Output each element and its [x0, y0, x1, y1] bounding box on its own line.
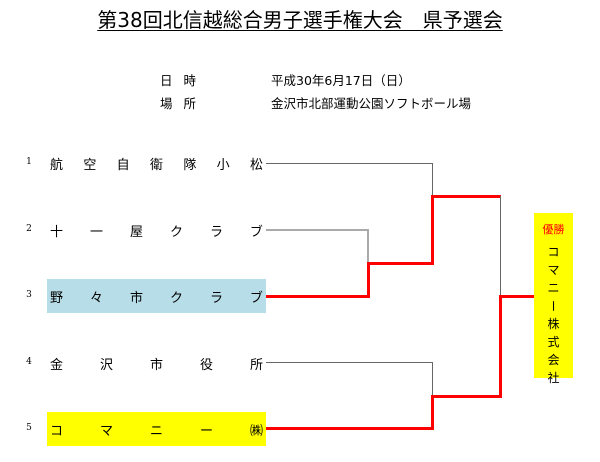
team-entry-champion: コ マ ニ ー ㈱ [47, 412, 266, 446]
team-name-char: ク [169, 224, 183, 240]
bracket-line-winner [431, 395, 501, 398]
team-name-char: マ [99, 423, 113, 439]
team-name-char: 十 [50, 224, 64, 240]
bracket-line [432, 163, 433, 197]
team-entry: 金 沢 市 役 所 [47, 346, 266, 380]
team-name-char: 隊 [183, 157, 197, 173]
champion-name-char: 株 [547, 317, 560, 331]
team-name-char: 金 [50, 357, 64, 373]
bracket-line-winner [266, 295, 370, 298]
seed-number: 1 [26, 157, 32, 167]
champion-name-char: マ [547, 263, 560, 277]
team-entry: 十 一 屋 ク ラ ブ [47, 213, 266, 247]
team-name-char: ク [169, 290, 183, 306]
page-title: 第38回北信越総合男子選手権大会 県予選会 [0, 4, 600, 33]
team-name-char: ニ [149, 423, 163, 439]
champion-name-char: コ [547, 245, 560, 259]
venue-value: 金沢市北部運動公園ソフトボール場 [271, 96, 472, 111]
champion-box: 優勝 コ マ ニ ー 株 式 会 社 [534, 213, 573, 385]
seed-number: 5 [26, 423, 32, 433]
venue-label: 場所 [160, 96, 208, 111]
team-name-char: ー [199, 423, 213, 439]
seed-number: 4 [26, 357, 32, 367]
bracket-line [367, 229, 369, 263]
seed-number: 2 [26, 224, 32, 234]
team-entry-highlighted: 野 々 市 ク ラ ブ [47, 279, 266, 313]
team-name-char: 自 [116, 157, 130, 173]
team-name-char: 々 [89, 290, 103, 306]
bracket-line-winner [499, 295, 535, 298]
bracket-line-winner [431, 195, 501, 198]
team-name-char: コ [50, 423, 64, 439]
bracket-line-winner [266, 427, 434, 430]
team-name-char: ブ [249, 224, 263, 240]
champion-label: 優勝 [542, 223, 565, 236]
champion-name-char: 式 [547, 335, 560, 349]
team-entry: 航 空 自 衛 隊 小 松 [47, 146, 266, 180]
team-name-char: ㈱ [249, 423, 263, 439]
champion-name-char: ー [546, 299, 561, 313]
bracket-line [432, 362, 433, 396]
team-name-char: 役 [199, 357, 213, 373]
bracket-line [500, 196, 501, 296]
bracket-line-winner [367, 262, 434, 265]
date-label: 日時 [160, 73, 208, 88]
champion-name-char: 社 [547, 371, 560, 385]
title-text: 第38回北信越総合男子選手権大会 県予選会 [97, 8, 503, 32]
seed-number: 3 [26, 290, 32, 300]
bracket-line-winner [499, 295, 502, 398]
date-value: 平成30年6月17日（日） [271, 73, 411, 88]
team-name-char: 一 [89, 224, 103, 240]
bracket-line [266, 163, 432, 164]
champion-name: コ マ ニ ー 株 式 会 社 [534, 243, 573, 387]
team-name-char: 空 [83, 157, 97, 173]
champion-name-char: ニ [547, 281, 560, 295]
team-name-char: 衛 [149, 157, 163, 173]
team-name-char: 小 [216, 157, 230, 173]
team-name-char: 沢 [99, 357, 113, 373]
team-name-char: 野 [50, 290, 64, 306]
bracket-line-winner [367, 262, 370, 298]
team-name-char: 市 [129, 290, 143, 306]
team-name-char: ブ [249, 290, 263, 306]
team-name-char: ラ [209, 290, 223, 306]
bracket-line-winner [431, 395, 434, 430]
bracket-line [266, 229, 369, 231]
team-name-char: 松 [249, 157, 263, 173]
team-name-char: 屋 [129, 224, 143, 240]
champion-name-char: 会 [547, 353, 560, 367]
team-name-char: 市 [149, 357, 163, 373]
bracket-line [266, 362, 432, 363]
team-name-char: ラ [209, 224, 223, 240]
team-name-char: 所 [249, 357, 263, 373]
team-name-char: 航 [50, 157, 64, 173]
bracket-line-winner [431, 195, 434, 265]
